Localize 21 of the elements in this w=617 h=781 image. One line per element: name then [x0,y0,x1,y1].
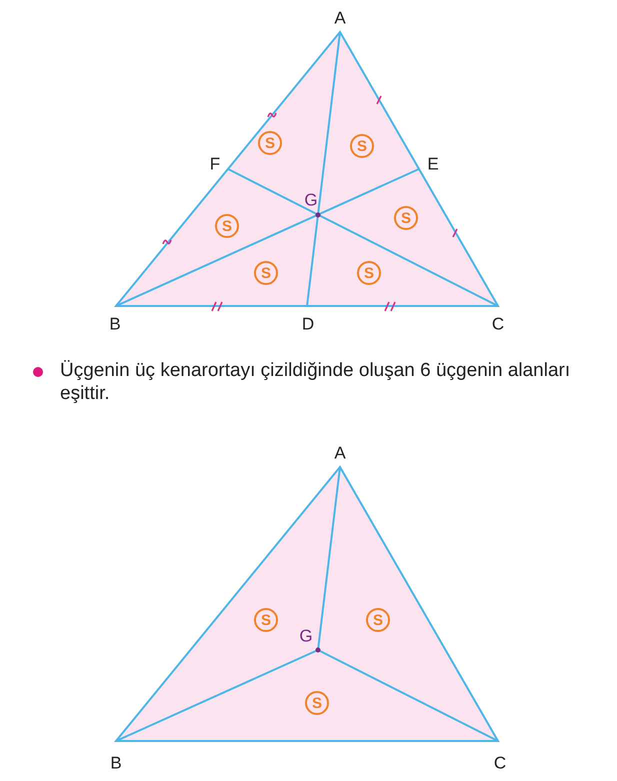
area-label: S [258,131,282,155]
area-label: S [357,261,381,285]
area-label: S [254,608,278,632]
centroid-label: G [299,628,313,644]
vertex-label: A [334,10,346,26]
area-label: S [366,608,390,632]
vertex-label: A [334,444,346,462]
vertex-label: D [302,316,314,332]
note-text: Üçgenin üç kenarortayı çizildiğinde oluşan 6 üçgenin alanları eşittir. [60,359,572,405]
vertex-label: B [110,754,122,772]
area-label: S [215,214,239,238]
vertex-label: B [109,316,121,332]
vertex-label: C [494,754,506,772]
vertex-label: E [427,156,439,172]
centroid-label: G [304,192,318,208]
area-label: S [254,261,278,285]
vertex-label: F [210,156,220,172]
area-label: S [350,134,374,158]
area-label: S [305,691,329,715]
vertex-label: C [492,316,504,332]
area-label: S [394,206,418,230]
